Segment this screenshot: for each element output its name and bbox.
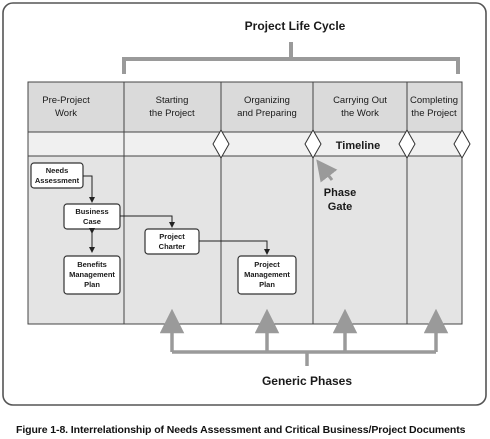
phase-header-band (27, 81, 463, 133)
svg-text:Project: Project (159, 232, 185, 241)
phase-gate-icon (453, 128, 471, 160)
phase-gate-label: Phase Gate (324, 187, 356, 213)
svg-text:Management: Management (69, 270, 115, 279)
phase-gate-icon (212, 128, 230, 160)
doc-needs-assessment: Needs Assessment (30, 162, 84, 189)
phase-header-organizing: Organizing and Preparing (237, 95, 297, 119)
phase-gate-icon (304, 128, 322, 160)
phase-header-pre-project: Pre-Project Work (42, 95, 90, 119)
doc-project-charter: Project Charter (144, 228, 200, 255)
timeline-band (27, 131, 463, 157)
svg-text:Case: Case (83, 217, 101, 226)
svg-text:Completing: Completing (410, 95, 458, 106)
phase-header-carrying-out: Carrying Out the Work (333, 95, 387, 119)
phase-gate-icon (398, 128, 416, 160)
arrow-business-case-to-charter (120, 215, 175, 228)
timeline-label: Timeline (336, 140, 380, 152)
phase-header-starting: Starting the Project (149, 95, 195, 119)
svg-text:the Project: the Project (149, 108, 195, 119)
svg-text:Starting: Starting (156, 95, 189, 106)
svg-text:Pre-Project: Pre-Project (42, 95, 90, 106)
generic-phases-connector (159, 308, 449, 366)
svg-text:Work: Work (55, 108, 77, 119)
svg-text:Plan: Plan (259, 280, 275, 289)
figure-caption: Figure 1-8. Interrelationship of Needs A… (16, 424, 466, 436)
svg-text:Benefits: Benefits (77, 260, 107, 269)
svg-text:Organizing: Organizing (244, 95, 290, 106)
svg-text:Management: Management (244, 270, 290, 279)
life-cycle-title: Project Life Cycle (245, 19, 346, 33)
svg-text:Business: Business (75, 207, 108, 216)
doc-project-management-plan: Project Management Plan (237, 255, 297, 295)
generic-phases-label: Generic Phases (262, 374, 352, 388)
svg-text:Gate: Gate (328, 201, 352, 213)
svg-text:Needs: Needs (46, 166, 69, 175)
arrow-charter-to-pm-plan (199, 240, 270, 255)
phase-gate-diamonds (212, 128, 471, 160)
phase-gate-pointer (316, 159, 338, 183)
svg-text:Carrying Out: Carrying Out (333, 95, 387, 106)
svg-text:Plan: Plan (84, 280, 100, 289)
svg-text:the Project: the Project (411, 108, 457, 119)
document-flow-arrows (83, 175, 270, 255)
doc-business-case: Business Case (63, 203, 121, 230)
arrow-needs-to-business-case (83, 175, 95, 203)
svg-text:Phase: Phase (324, 187, 356, 199)
life-cycle-bracket (122, 42, 460, 74)
svg-text:Assessment: Assessment (35, 176, 80, 185)
svg-text:and Preparing: and Preparing (237, 108, 297, 119)
column-dividers (123, 82, 408, 324)
svg-text:the Work: the Work (341, 108, 379, 119)
svg-text:Charter: Charter (159, 242, 186, 251)
svg-text:Project: Project (254, 260, 280, 269)
doc-benefits-management-plan: Benefits Management Plan (63, 255, 121, 295)
phase-header-completing: Completing the Project (410, 95, 458, 119)
